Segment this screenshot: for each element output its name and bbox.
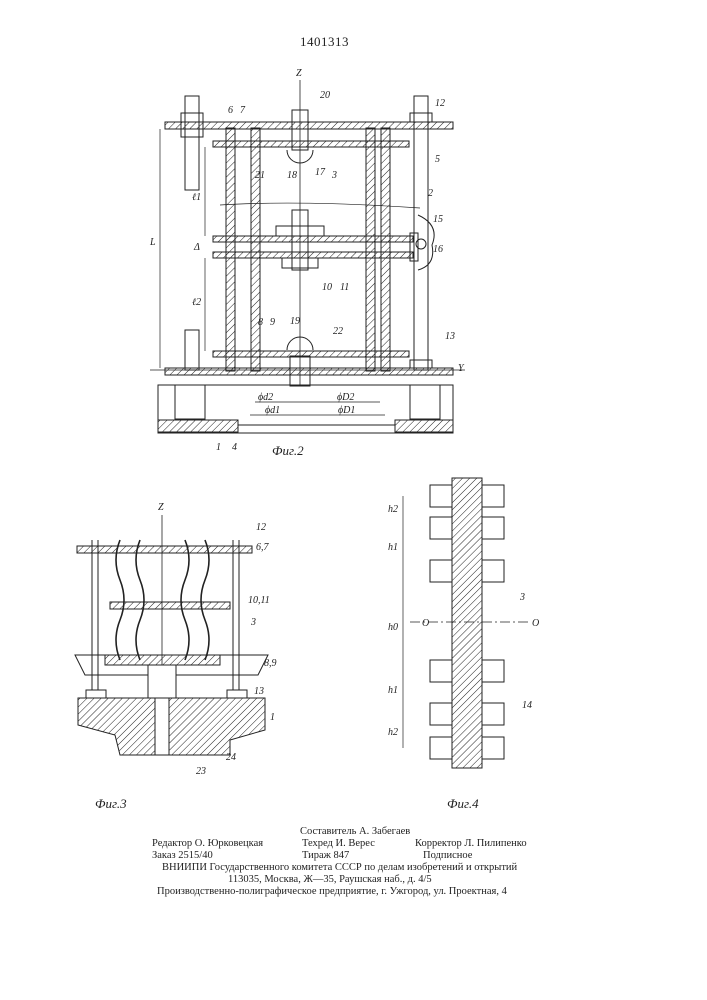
drawing-label: 20 [320, 90, 330, 101]
drawing-label: O [532, 618, 539, 629]
drawing-label: 6 [228, 105, 233, 116]
drawing-label: 3 [519, 592, 525, 603]
drawing-label: 16 [433, 244, 443, 255]
footer-techred: Техред И. Верес [302, 838, 375, 849]
footer-address: 113035, Москва, Ж—35, Раушская наб., д. … [228, 874, 432, 885]
drawing-label: 24 [226, 752, 236, 763]
drawing-label: 12 [256, 522, 266, 533]
drawing-label: 3 [250, 617, 256, 628]
drawing-label: 6,7 [256, 542, 270, 553]
drawing-label: 3 [331, 170, 337, 181]
drawing-label: 18 [287, 170, 297, 181]
drawing-label: 13 [254, 686, 264, 697]
drawing-label: 9 [270, 317, 275, 328]
figure-3 [75, 515, 268, 755]
drawing-label: Y [458, 363, 465, 374]
drawing-label: 21 [255, 170, 265, 181]
figure-4-caption: Фиг.4 [447, 796, 479, 811]
drawing-label: ℓ2 [192, 297, 201, 308]
footer-organization: ВНИИПИ Государственного комитета СССР по… [162, 862, 517, 873]
drawing-label: h1 [388, 542, 398, 553]
drawing-label: 7 [240, 105, 246, 116]
drawing-label: 4 [232, 442, 237, 453]
footer-subscription: Подписное [423, 850, 472, 861]
footer-compiler: Составитель А. Забегаев [300, 826, 410, 837]
drawing-label: h1 [388, 685, 398, 696]
drawing-label: Z [158, 502, 164, 513]
drawing-label: L [149, 237, 156, 248]
drawing-label: O [422, 618, 429, 629]
drawing-label: 17 [315, 167, 326, 178]
drawing-label: 5 [435, 154, 440, 165]
drawing-label: 1 [270, 712, 275, 723]
drawing-label: 23 [196, 766, 206, 777]
drawing-label: 14 [522, 700, 532, 711]
drawing-label: 11 [340, 282, 349, 293]
drawing-label: 10,11 [248, 595, 270, 606]
drawing-label: 10 [322, 282, 332, 293]
drawing-label: ϕd1 [265, 405, 280, 416]
drawing-label: 1 [216, 442, 221, 453]
drawing-label: h2 [388, 504, 398, 515]
footer-editor: Редактор О. Юрковецкая [152, 838, 263, 849]
footer-circulation: Тираж 847 [302, 850, 349, 861]
footer-order: Заказ 2515/40 [152, 850, 213, 861]
figure-2-caption: Фиг.2 [272, 443, 304, 458]
figure-3-caption: Фиг.3 [95, 796, 127, 811]
drawing-label: ℓ1 [192, 192, 201, 203]
drawing-label: 22 [333, 326, 343, 337]
drawing-label: h0 [388, 622, 398, 633]
drawing-label: 2 [428, 188, 433, 199]
drawing-label: ϕD1 [338, 405, 355, 416]
drawing-label: ϕd2 [258, 392, 273, 403]
drawing-label: 8,9 [264, 658, 277, 669]
drawing-label: 12 [435, 98, 445, 109]
drawing-label: h2 [388, 727, 398, 738]
drawing-label: 13 [445, 331, 455, 342]
drawing-label: Z [296, 68, 302, 79]
footer-printer: Производственно-полиграфическое предприя… [157, 886, 507, 897]
figure-2 [150, 80, 465, 433]
drawing-label: 8 [258, 317, 263, 328]
drawing-label: 19 [290, 316, 300, 327]
footer-corrector: Корректор Л. Пилипенко [415, 838, 527, 849]
drawing-label: Δ [193, 242, 200, 253]
drawing-label: ϕD2 [337, 392, 354, 403]
drawing-label: 15 [433, 214, 443, 225]
